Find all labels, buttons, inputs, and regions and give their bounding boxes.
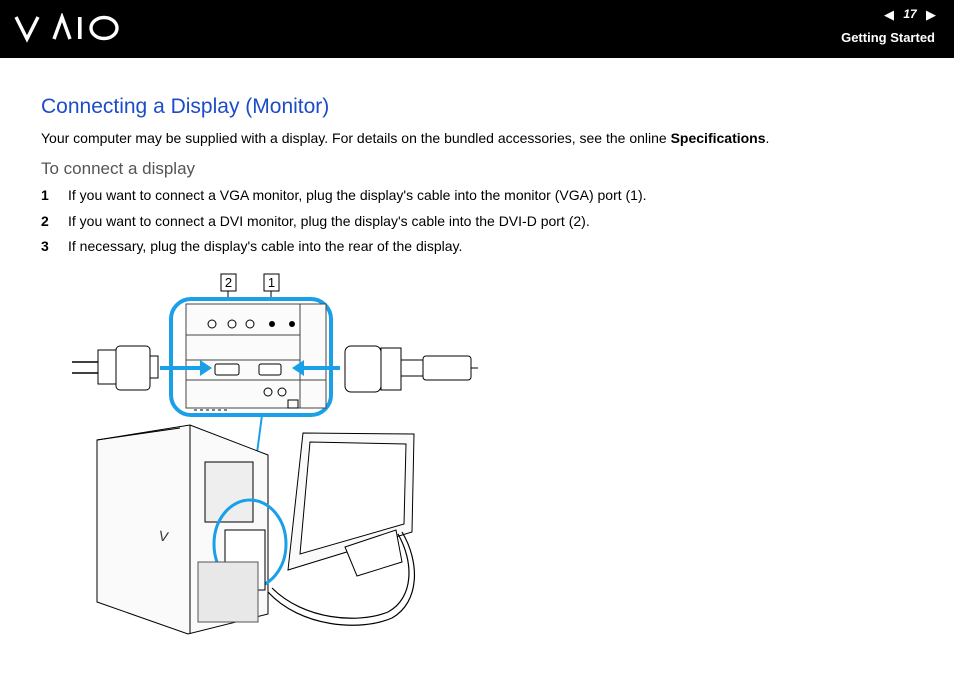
step-text: If you want to connect a DVI monitor, pl… xyxy=(68,212,590,229)
steps-list: 1 If you want to connect a VGA monitor, p… xyxy=(41,187,647,264)
svg-text:2: 2 xyxy=(225,275,232,290)
page-header: ◀ 17 ▶ Getting Started xyxy=(0,0,954,58)
list-item: 3 If necessary, plug the display's cable … xyxy=(41,238,647,264)
vga-cable-plug xyxy=(344,345,478,393)
subheading: To connect a display xyxy=(41,159,196,178)
step-number: 1 xyxy=(41,187,49,203)
connection-illustration: 2 1 xyxy=(72,273,478,635)
specifications-term: Specifications xyxy=(670,130,766,146)
triangle-right-icon[interactable]: ▶ xyxy=(926,6,936,22)
page-navigation: ◀ 17 ▶ xyxy=(884,7,936,21)
triangle-left-icon[interactable]: ◀ xyxy=(884,6,894,22)
list-item: 2 If you want to connect a DVI monitor, p… xyxy=(41,213,647,239)
intro-text: Your computer may be supplied with a dis… xyxy=(41,130,671,146)
display-monitor xyxy=(267,432,416,626)
callout-2: 2 xyxy=(220,273,237,292)
page-number: 17 xyxy=(903,7,917,21)
dvi-cable-plug xyxy=(72,345,159,391)
step-number: 3 xyxy=(41,238,49,254)
step-number: 2 xyxy=(41,212,49,229)
desktop-tower: V xyxy=(96,424,288,635)
intro-end: . xyxy=(765,130,770,146)
page-title: Connecting a Display (Monitor) xyxy=(41,95,330,118)
intro-paragraph: Your computer may be supplied with a dis… xyxy=(41,130,769,146)
callout-1: 1 xyxy=(263,273,280,292)
step-text: If necessary, plug the display's cable i… xyxy=(68,238,463,254)
step-text: If you want to connect a VGA monitor, pl… xyxy=(68,187,647,203)
section-label: Getting Started xyxy=(841,30,935,45)
svg-text:1: 1 xyxy=(268,275,275,290)
vaio-logo-icon xyxy=(14,13,119,43)
list-item: 1 If you want to connect a VGA monitor, p… xyxy=(41,187,647,213)
rear-panel-closeup xyxy=(169,297,333,417)
tower-logo-icon: V xyxy=(157,527,170,545)
